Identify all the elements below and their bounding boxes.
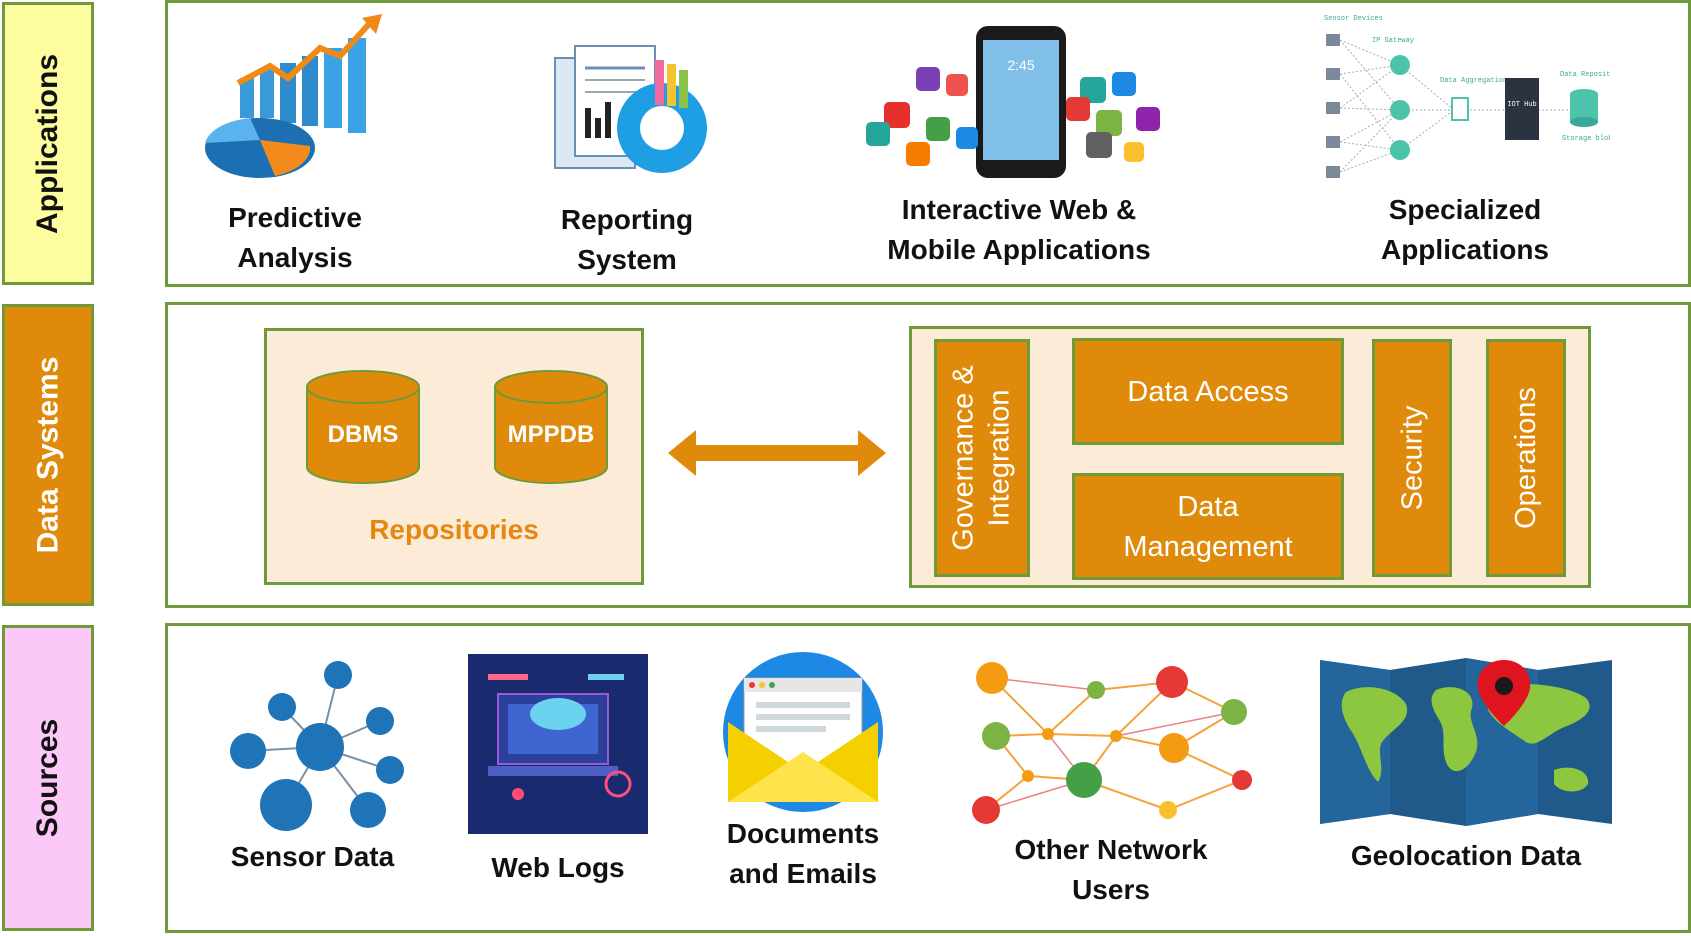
repositories-box: DBMS MPPDB Repositories: [264, 328, 644, 585]
source-geolocation-data-label: Geolocation Data: [1350, 840, 1582, 871]
bidirectional-arrow-icon: [668, 430, 886, 476]
svg-text:2:45: 2:45: [1007, 57, 1034, 73]
data-systems-layer-text: Data Systems: [31, 356, 64, 554]
sources-layer-label: Sources: [2, 625, 94, 931]
svg-text:Data Repository: Data Repository: [1560, 71, 1610, 79]
mppdb-cylinder: MPPDB: [493, 369, 609, 485]
app-specialized-applications: Sensor Devices IP Gateway Data Aggregati…: [1320, 10, 1610, 270]
user-network-icon: [972, 662, 1252, 824]
email-envelope-icon: [723, 652, 883, 812]
data-management-box: Governance &Integration Data Access Data…: [909, 326, 1591, 588]
source-web-logs: Web Logs: [468, 654, 648, 888]
world-map-pin-icon: [1320, 658, 1612, 826]
mobile-apps-icon: 2:45: [866, 26, 1160, 178]
source-sensor-data-label: Sensor Data: [230, 841, 395, 872]
app-interactive-web-mobile: 2:45 Interactive Web &Mobile Application…: [866, 22, 1172, 270]
iot-network-icon: Sensor Devices IP Gateway Data Aggregati…: [1324, 15, 1610, 178]
svg-text:Storage blobs: Storage blobs: [1562, 135, 1610, 143]
mppdb-label: MPPDB: [507, 421, 595, 448]
applications-layer-label: Applications: [2, 2, 94, 285]
svg-text:Sensor Devices: Sensor Devices: [1324, 15, 1383, 23]
svg-text:IOT Hub: IOT Hub: [1507, 101, 1536, 109]
predictive-chart-icon: [205, 14, 382, 178]
report-documents-icon: [554, 45, 707, 173]
repositories-label: Repositories: [369, 514, 539, 545]
svg-text:Data Aggregation: Data Aggregation: [1440, 77, 1507, 85]
governance-integration-block: Governance &Integration: [934, 339, 1030, 577]
web-logs-icon: [468, 654, 648, 834]
data-systems-layer-label: Data Systems: [2, 304, 94, 606]
dbms-label: DBMS: [327, 421, 399, 448]
sources-layer-text: Sources: [31, 718, 65, 838]
operations-block: Operations: [1486, 339, 1566, 577]
dbms-cylinder: DBMS: [305, 369, 421, 485]
source-geolocation-data: Geolocation Data: [1316, 652, 1616, 876]
security-block: Security: [1372, 339, 1452, 577]
source-web-logs-label: Web Logs: [491, 852, 625, 883]
data-management-block: Data Management: [1072, 473, 1344, 580]
source-sensor-data: Sensor Data: [220, 655, 405, 877]
app-interactive-web-mobile-label: Interactive Web &Mobile Applications: [887, 194, 1151, 265]
applications-layer-text: Applications: [31, 53, 65, 234]
data-access-block: Data Access: [1072, 338, 1344, 445]
svg-text:IP Gateway: IP Gateway: [1372, 37, 1414, 45]
sensor-network-icon: [230, 661, 404, 831]
